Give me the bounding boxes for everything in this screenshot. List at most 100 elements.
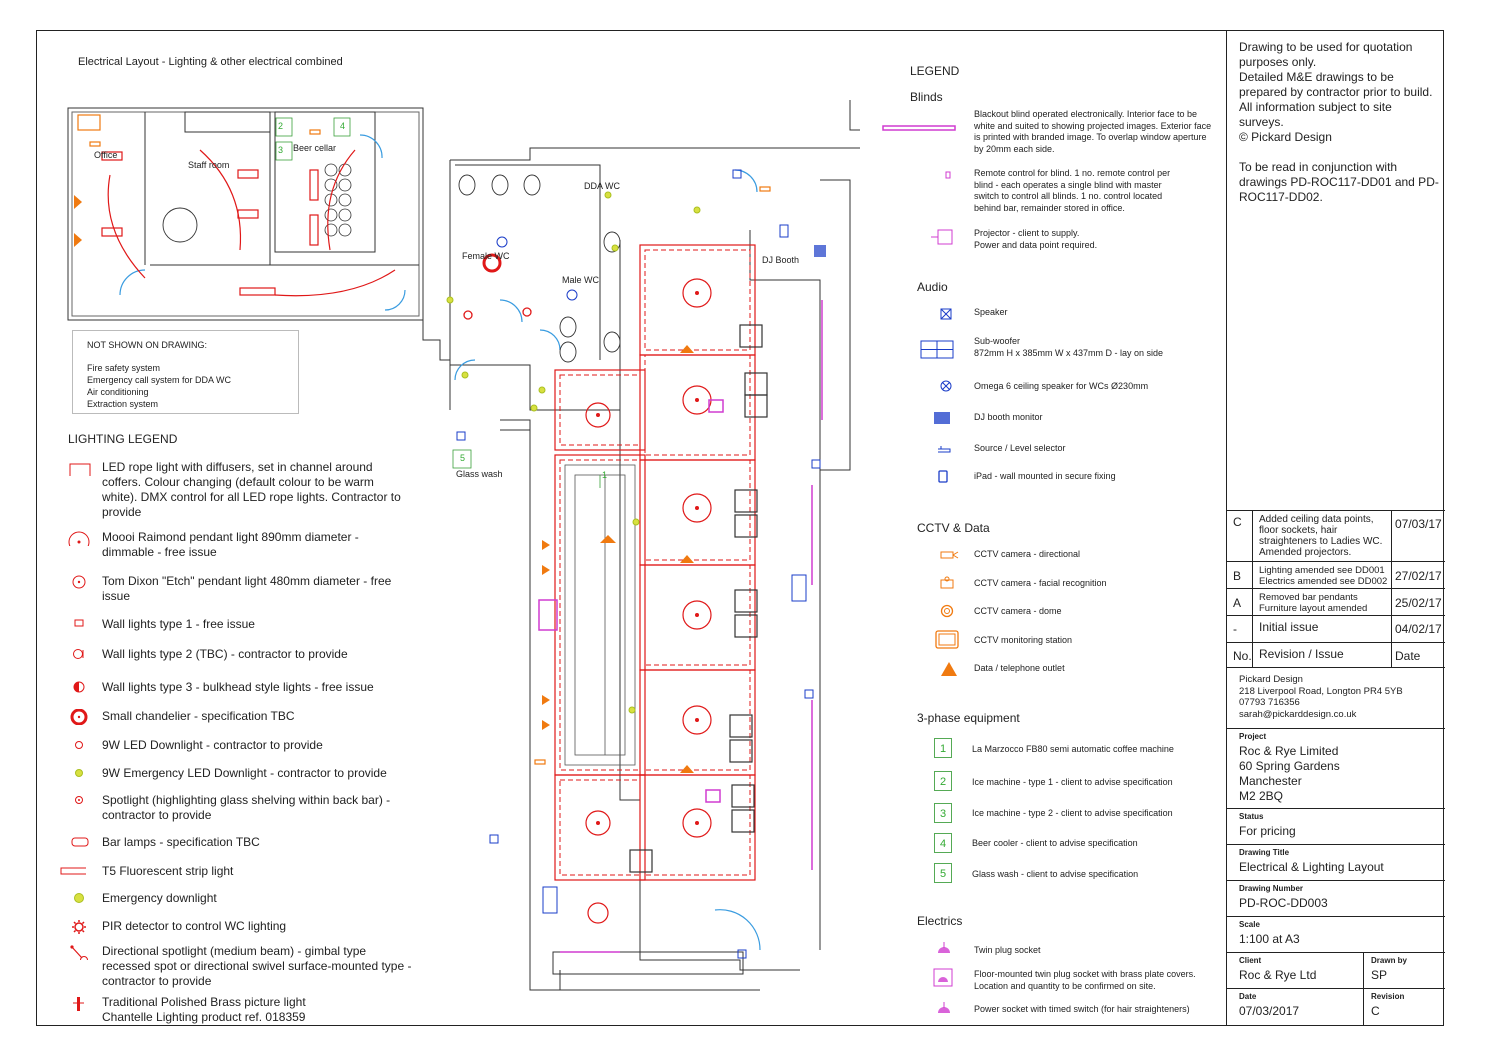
revision-row: C Added ceiling data points, floor socke… [1227, 510, 1445, 561]
legend-remote-text: Remote control for blind. 1 no. remote c… [974, 168, 1171, 213]
label-beer-cellar: Beer cellar [293, 143, 337, 153]
legend-text: Traditional Polished Brass picture light… [102, 995, 306, 1024]
legend-cctv-monitor-text: CCTV monitoring station [974, 635, 1073, 645]
phase-4-icon: 4 [934, 833, 952, 853]
legend-cctv-facial-text: CCTV camera - facial recognition [974, 578, 1107, 588]
rev-no: - [1233, 622, 1237, 636]
legend-cctv-title: CCTV & Data [917, 521, 990, 535]
drawing-number-value: PD-ROC-DD003 [1239, 896, 1328, 910]
etch-pendant-icon [72, 575, 86, 589]
legend-text: PIR detector to control WC lighting [102, 919, 287, 933]
coffer [644, 354, 751, 456]
revision-row: - Initial issue 04/02/17 [1227, 615, 1445, 642]
field-label: Project [1239, 732, 1267, 741]
label-dj-booth: DJ Booth [762, 255, 800, 265]
legend-audio-title: Audio [917, 280, 948, 294]
not-shown-box: NOT SHOWN ON DRAWING: Fire safety system… [72, 330, 299, 414]
field-label: Drawing Title [1239, 848, 1290, 857]
rev-date: 27/02/17 [1395, 569, 1442, 583]
legend-blind-text: Blackout blind operated electronically. … [974, 109, 1212, 154]
legend-data-outlet-text: Data / telephone outlet [974, 663, 1065, 673]
rev-no: A [1233, 596, 1242, 610]
floor-plan [67, 100, 860, 991]
legend-selector-text: Source / Level selector [974, 443, 1066, 453]
legend-text: Bar lamps - specification TBC [102, 835, 260, 849]
legend-text: Moooi Raimond pendant light 890mm diamet… [102, 530, 359, 559]
label-num-4: 4 [340, 121, 346, 131]
label-dda-wc: DDA WC [584, 181, 620, 191]
project-field: Project Roc & Rye Limited 60 Spring Gard… [1227, 728, 1445, 804]
rev-desc: Initial issue [1259, 620, 1319, 634]
speaker-icon [940, 308, 952, 320]
not-shown-title: NOT SHOWN ON DRAWING: [87, 340, 207, 350]
field-label: Drawn by [1371, 956, 1408, 965]
client-value: Roc & Rye Ltd [1239, 968, 1317, 982]
title-field: Drawing Title Electrical & Lighting Layo… [1227, 844, 1445, 880]
rev-no: B [1233, 569, 1242, 583]
legend-text: Directional spotlight (medium beam) - gi… [102, 944, 412, 988]
emergency-led-icon [75, 769, 83, 777]
projector-icon [931, 229, 953, 245]
wall-light-3-icon [73, 681, 85, 693]
legend-3phase-title: 3-phase equipment [917, 711, 1020, 725]
rev-no: C [1233, 515, 1242, 529]
legend-dj-monitor-text: DJ booth monitor [974, 412, 1043, 422]
date-field: Date 07/03/2017 Revision C [1227, 988, 1445, 1026]
scale-value: 1:100 at A3 [1239, 932, 1300, 946]
legend-text: Tom Dixon "Etch" pendant light 480mm dia… [102, 574, 392, 603]
legend-text: Wall lights type 3 - bulkhead style ligh… [102, 680, 374, 694]
client-divider [1363, 952, 1364, 1026]
cctv-directional-icon [940, 551, 959, 559]
legend-phase-5-text: Glass wash - client to advise specificat… [972, 869, 1139, 879]
phase-1-icon: 1 [934, 738, 952, 758]
lighting-legend-title: LIGHTING LEGEND [68, 432, 178, 446]
scale-field: Scale 1:100 at A3 [1227, 916, 1445, 952]
legend-ipad-text: iPad - wall mounted in secure fixing [974, 471, 1116, 481]
field-label: Client [1239, 956, 1262, 965]
led-rope-icon [69, 463, 91, 476]
phase-5-icon: 5 [934, 863, 952, 883]
twin-socket-icon [938, 942, 950, 953]
not-shown-item: Emergency call system for DDA WC [87, 375, 232, 385]
legend-phase-3-text: Ice machine - type 2 - client to advise … [972, 808, 1173, 818]
legend-text: Wall lights type 2 (TBC) - contractor to… [102, 647, 348, 661]
coffer [559, 779, 641, 876]
legend-omega-text: Omega 6 ceiling speaker for WCs Ø230mm [974, 381, 1149, 391]
revision-row: A Removed bar pendants Furniture layout … [1227, 588, 1445, 615]
field-label: Drawing Number [1239, 884, 1304, 893]
floor-socket-icon [933, 968, 953, 987]
t5-strip-icon [60, 867, 86, 875]
client-field: Client Roc & Rye Ltd Drawn by SP [1227, 952, 1445, 988]
cctv-dome-icon [940, 604, 954, 618]
number-field: Drawing Number PD-ROC-DD003 [1227, 880, 1445, 916]
legend-cctv-directional-text: CCTV camera - directional [974, 549, 1081, 559]
data-outlet-icon [941, 662, 957, 676]
ipad-icon [938, 470, 948, 483]
drawn-value: SP [1371, 968, 1388, 982]
chandelier-icon [70, 709, 88, 725]
legend-phase-1-text: La Marzocco FB80 semi automatic coffee m… [972, 744, 1174, 754]
label-female-wc: Female WC [462, 251, 510, 261]
legend-timed-socket-text: Power socket with timed switch (for hair… [974, 1004, 1190, 1014]
level-selector-icon [938, 446, 951, 453]
title-block: Drawing to be used for quotation purpose… [1226, 30, 1445, 1026]
rev-desc: Lighting amended see DD001 Electrics ame… [1259, 565, 1388, 587]
legend-text: Emergency downlight [102, 891, 217, 905]
designer-info: Pickard Design 218 Liverpool Road, Longt… [1239, 674, 1403, 720]
revision-row: B Lighting amended see DD001 Electrics a… [1227, 561, 1445, 588]
legend-phase-4-text: Beer cooler - client to advise specifica… [972, 838, 1138, 848]
rev-header-desc: Revision / Issue [1259, 647, 1344, 661]
label-num-3: 3 [278, 145, 284, 155]
drawing-title-value: Electrical & Lighting Layout [1239, 860, 1384, 874]
revision-value: C [1371, 1004, 1380, 1018]
label-office: Office [94, 150, 118, 160]
legend-title: LEGEND [910, 64, 960, 78]
field-label: Revision [1371, 992, 1405, 1001]
blind-remote-icon [945, 171, 951, 179]
legend-text: T5 Fluorescent strip light [102, 864, 234, 878]
timed-socket-icon [938, 1002, 950, 1013]
rev-header-no: No. [1233, 649, 1252, 663]
legend-text: 9W Emergency LED Downlight - contractor … [102, 766, 387, 780]
drawing-header: Electrical Layout - Lighting & other ele… [78, 56, 343, 68]
coffer [644, 774, 751, 876]
